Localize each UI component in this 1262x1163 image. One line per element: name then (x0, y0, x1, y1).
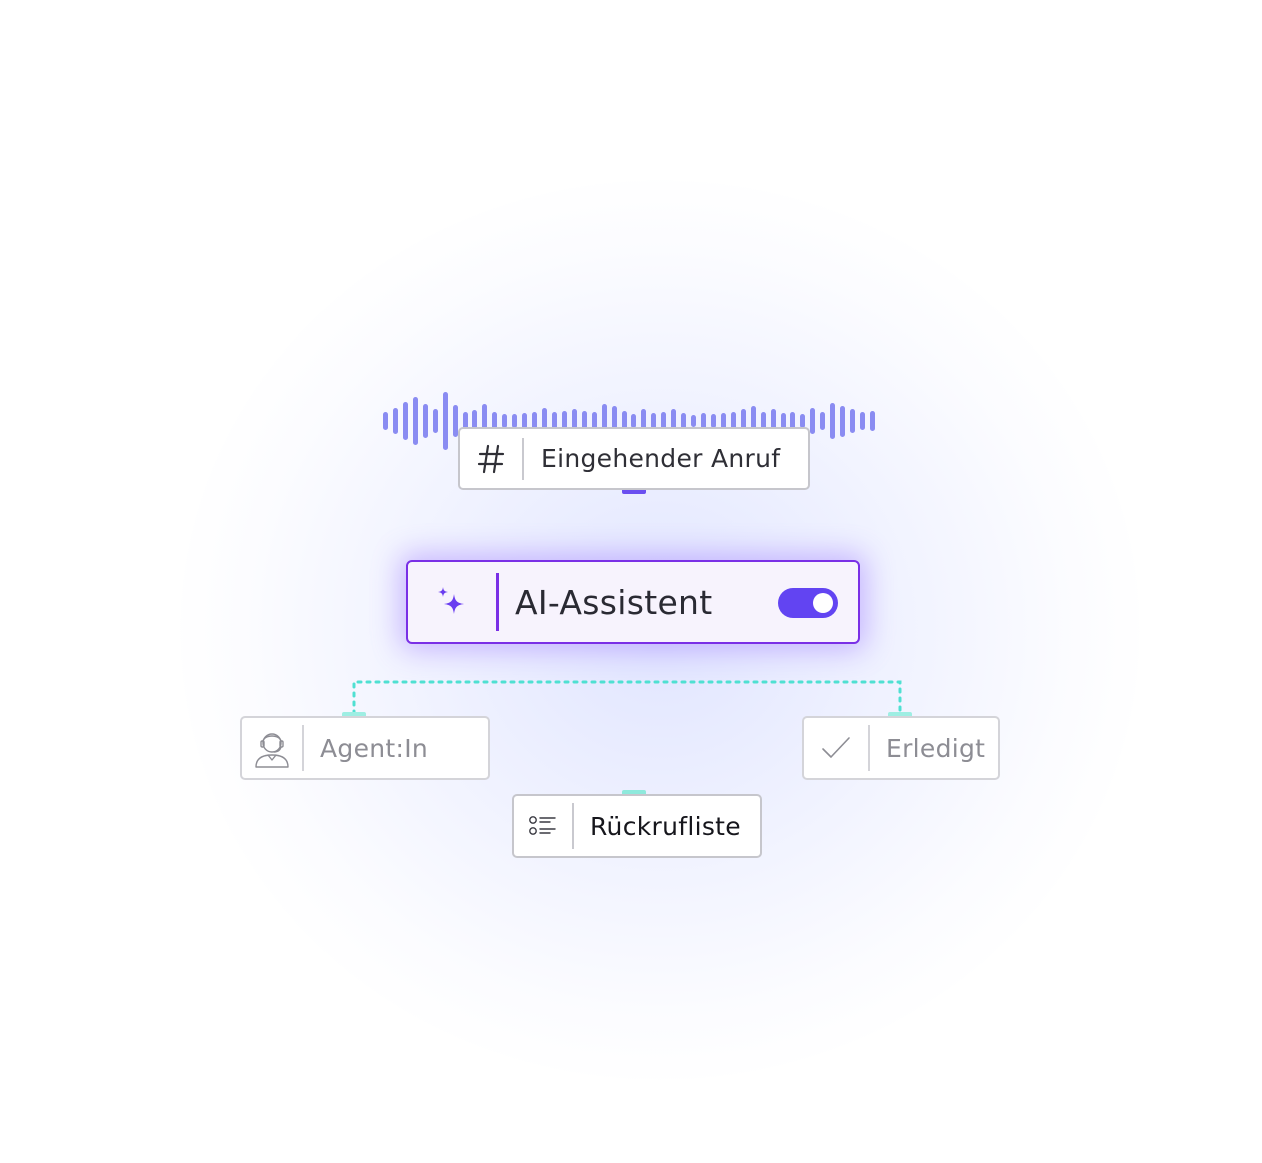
waveform-bar (850, 409, 856, 433)
waveform-bar (730, 411, 736, 431)
waveform-bar (611, 406, 617, 436)
waveform-bar (869, 411, 875, 431)
agent-headset-icon (242, 718, 302, 778)
waveform-bar (701, 413, 706, 429)
node-divider (302, 725, 304, 771)
waveform-bar (740, 409, 746, 433)
waveform-bar (472, 410, 478, 432)
sparkle-icon (408, 562, 496, 642)
waveform-bar (840, 405, 846, 437)
waveform-bar (750, 406, 756, 436)
waveform-bar (810, 407, 816, 435)
waveform-bar (551, 411, 557, 431)
waveform-bar (591, 411, 597, 431)
waveform-bar (720, 413, 726, 429)
waveform-bar (452, 404, 458, 438)
waveform-bar (462, 412, 468, 430)
waveform-bar (402, 401, 408, 441)
node-incoming-call[interactable]: Eingehender Anruf (458, 427, 810, 490)
waveform-bar (770, 408, 776, 434)
checkmark-icon (804, 718, 868, 778)
waveform-bar (780, 413, 786, 429)
waveform-bar (442, 391, 448, 451)
waveform-bar (681, 413, 687, 429)
waveform-bar (621, 411, 627, 431)
waveform-bar (492, 411, 498, 431)
hash-icon (460, 429, 522, 488)
waveform-bar (710, 414, 716, 428)
waveform-bar (691, 414, 697, 428)
toggle-knob (813, 593, 833, 613)
waveform-bar (432, 409, 438, 433)
list-icon (514, 796, 572, 856)
node-divider (868, 725, 870, 771)
node-label-incoming: Eingehender Anruf (541, 444, 781, 473)
waveform-bar (830, 403, 836, 439)
node-label-callback: Rückrufliste (590, 811, 741, 841)
waveform-bar (860, 411, 865, 431)
waveform-bar (581, 411, 587, 431)
node-agent[interactable]: Agent:In (240, 716, 490, 780)
node-callback-list[interactable]: Rückrufliste (512, 794, 762, 858)
node-done[interactable]: Erledigt (802, 716, 1000, 780)
waveform-bar (412, 396, 418, 446)
waveform-bar (542, 407, 547, 435)
waveform-bar (532, 412, 538, 430)
waveform-bar (392, 407, 398, 435)
waveform-bar (641, 409, 647, 433)
waveform-bar (522, 413, 528, 429)
node-ai-assistant[interactable]: AI-Assistent (406, 560, 860, 644)
waveform-bar (661, 411, 667, 431)
waveform-bar (671, 408, 677, 434)
waveform-bar (502, 414, 508, 428)
waveform-bar (631, 414, 637, 428)
waveform-bar (790, 411, 796, 431)
waveform-bar (561, 411, 567, 431)
waveform-bar (482, 403, 488, 439)
node-label-done: Erledigt (886, 733, 986, 763)
waveform-bar (383, 412, 388, 430)
node-divider (496, 573, 499, 631)
waveform-bar (571, 409, 577, 433)
ai-assistant-toggle[interactable] (778, 588, 838, 618)
node-label-agent: Agent:In (320, 733, 429, 763)
waveform-bar (651, 413, 657, 429)
audio-waveform (383, 386, 875, 456)
node-divider (572, 803, 574, 849)
waveform-bar (512, 414, 518, 428)
connector-branch-dotted (352, 680, 902, 716)
waveform-bar (820, 411, 826, 431)
node-divider (522, 437, 524, 480)
node-label-ai: AI-Assistent (515, 582, 713, 622)
waveform-bar (760, 411, 766, 431)
waveform-bar (601, 403, 607, 439)
waveform-bar (800, 414, 806, 428)
waveform-bar (422, 403, 428, 439)
